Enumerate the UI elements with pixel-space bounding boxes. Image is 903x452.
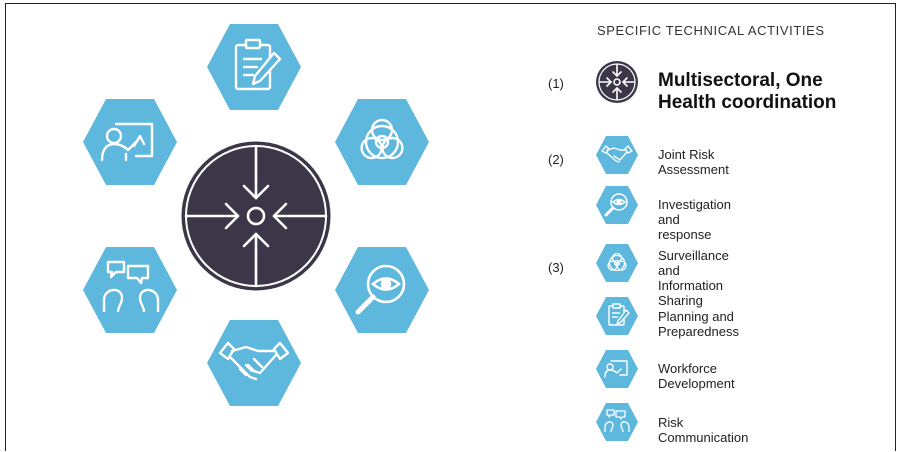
legend-handshake-hex (596, 136, 638, 174)
biohazard-icon (360, 118, 404, 160)
legend-biohazard-hex (596, 244, 638, 282)
coordination-center (178, 138, 334, 294)
legend-investigation-hex (596, 186, 638, 224)
investigation-hexagon (335, 247, 429, 333)
group-number-1: (1) (548, 76, 564, 91)
workforce-hexagon (83, 99, 177, 185)
figure-frame (5, 3, 896, 451)
coordination-title: Multisectoral, One Health coordination (658, 70, 898, 114)
group-number-3: (3) (548, 260, 564, 275)
communication-hexagon (83, 247, 177, 333)
legend-clipboard-hex (596, 297, 638, 335)
coordination-legend-icon (596, 61, 638, 103)
legend-communication-hex (596, 403, 638, 441)
activity-surveillance-line1: Surveillance (658, 248, 729, 263)
planning-hexagon (207, 24, 301, 110)
activity-joint-risk-assessment: Joint Risk Assessment (658, 147, 729, 177)
magnifier-eye-icon (355, 264, 406, 315)
activity-workforce-development: Workforce Development (658, 361, 735, 391)
coordination-title-line2: Health coordination (658, 92, 837, 113)
activity-risk-communication: Risk Communication (658, 415, 749, 445)
joint-risk-hexagon (207, 320, 301, 406)
coordination-title-line1: Multisectoral, One (658, 70, 823, 91)
group-number-2: (2) (548, 152, 564, 167)
handshake-icon (218, 341, 290, 381)
activity-planning-preparedness: Planning and Preparedness (658, 309, 739, 339)
legend-teacher-hex (596, 350, 638, 388)
activity-investigation-response: Investigation and response (658, 197, 731, 242)
activity-surveillance: Surveillance and Information Sharing (658, 248, 729, 308)
clipboard-pen-icon (234, 38, 282, 91)
activity-surveillance-line2: and Information Sharing (658, 263, 724, 308)
teacher-board-icon (100, 122, 154, 162)
speech-heads-icon (102, 260, 160, 313)
section-heading: SPECIFIC TECHNICAL ACTIVITIES (597, 23, 825, 38)
surveillance-hexagon (335, 99, 429, 185)
converging-arrows-icon (184, 144, 328, 288)
